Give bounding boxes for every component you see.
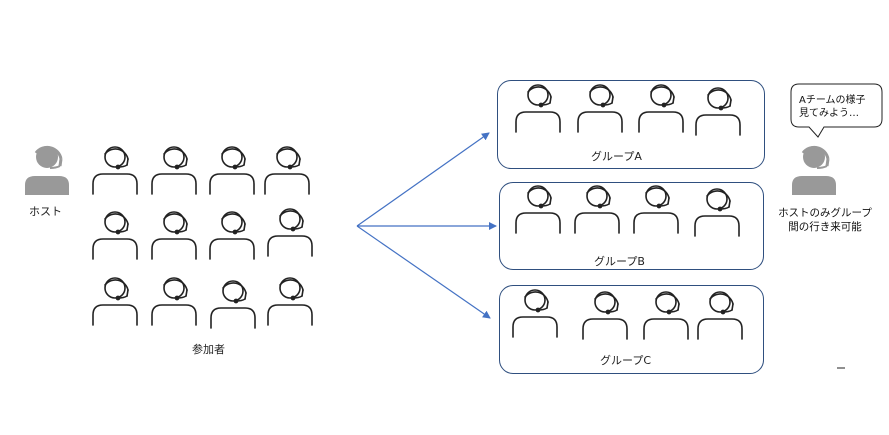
bubble-line-2: 見てみよう… [799,108,859,119]
participant-icon [92,146,138,195]
participant-icon [209,211,255,260]
host-note-line-2: 間の行き来可能 [788,221,862,233]
host-label: ホスト [29,205,62,218]
participant-icon [151,277,197,326]
speech-bubble [790,83,883,138]
group-a-label: グループA [591,150,642,163]
participants-label: 参加者 [192,343,225,356]
host-icon-right [790,144,838,197]
host-note-line-1: ホストのみグループ [778,207,872,219]
participant-icon [92,277,138,326]
arrow-to-group-c [356,225,491,319]
arrow-to-group-a [356,132,490,227]
host-icon [23,144,71,197]
participant-icon [209,146,255,195]
bubble-line-1: Aチームの様子 [799,95,866,106]
participant-icon [267,277,313,326]
group-c-box [499,285,764,374]
participant-icon [264,146,310,195]
participants-grid [92,146,313,329]
participant-icon [267,208,313,257]
group-c-label: グループC [600,354,652,367]
participant-icon [151,146,197,195]
group-a-box [497,80,765,169]
participant-icon [210,280,256,329]
group-b-box [499,182,764,270]
distribution-arrows [356,132,497,319]
participant-icon [151,211,197,260]
group-b-label: グループB [594,255,645,268]
participant-icon [92,211,138,260]
